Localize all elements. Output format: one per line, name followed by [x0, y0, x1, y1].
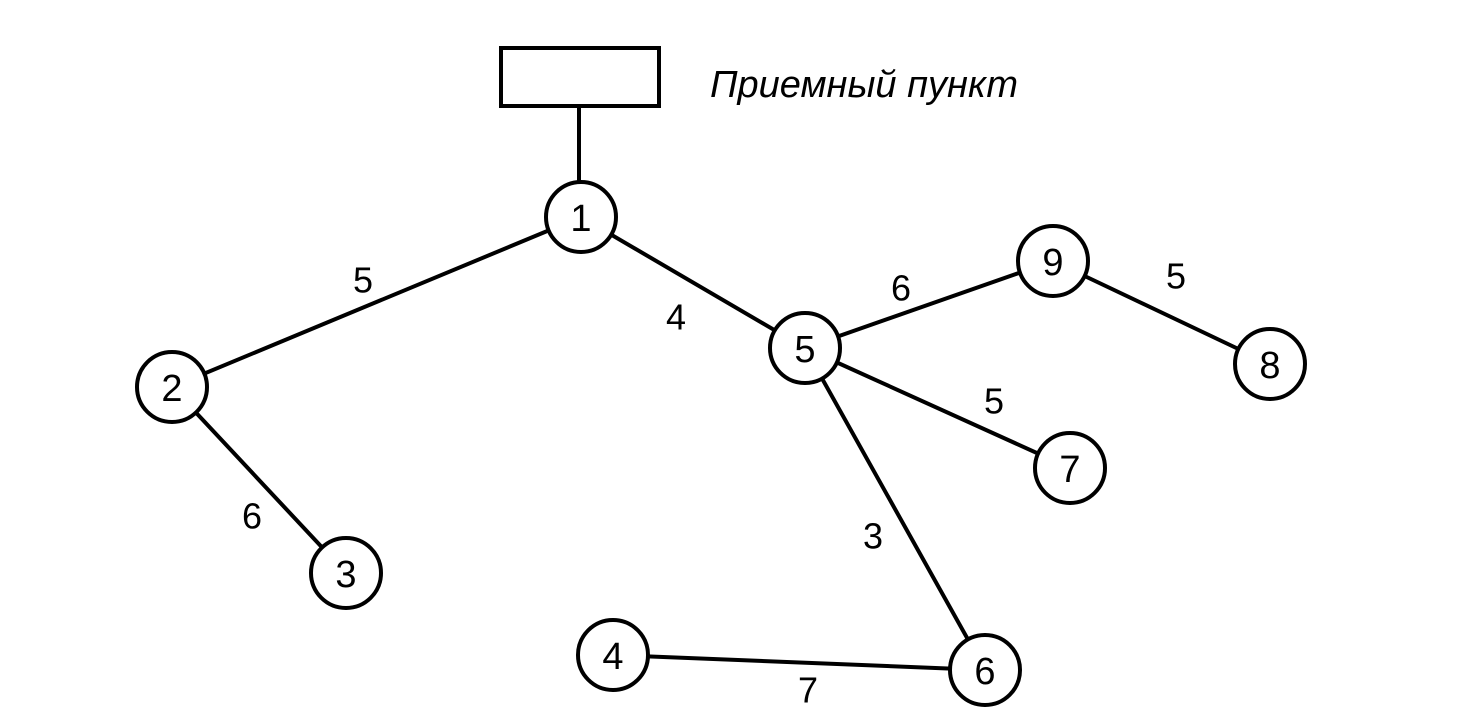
node-circle — [1233, 327, 1307, 401]
node-9: 9 — [1016, 224, 1090, 298]
node-3: 3 — [309, 536, 383, 610]
node-circle — [948, 633, 1022, 707]
node-label: 5 — [794, 329, 815, 371]
node-circle — [1016, 224, 1090, 298]
node-circle — [135, 350, 209, 424]
node-label: 2 — [161, 368, 182, 410]
node-5: 5 — [768, 311, 842, 385]
node-circle — [768, 311, 842, 385]
edge-5-7 — [803, 346, 1072, 470]
station-label: Приемный пункт — [710, 64, 1018, 106]
edge-weight-1-5: 4 — [666, 297, 686, 338]
node-7: 7 — [1033, 431, 1107, 505]
node-circle — [1033, 431, 1107, 505]
receiving-station: Приемный пункт — [499, 46, 1018, 186]
node-4: 4 — [576, 618, 650, 692]
node-2: 2 — [135, 350, 209, 424]
edges-layer — [170, 215, 1272, 672]
node-circle — [544, 180, 618, 254]
edge-weight-9-8: 5 — [1166, 256, 1186, 297]
edge-2-3 — [170, 385, 348, 575]
station-box — [499, 46, 661, 108]
node-label: 4 — [602, 636, 623, 678]
edge-weight-5-7: 5 — [984, 381, 1004, 422]
node-6: 6 — [948, 633, 1022, 707]
nodes-layer: 1 2 3 4 5 6 7 8 9 — [135, 180, 1307, 707]
node-8: 8 — [1233, 327, 1307, 401]
edge-5-9 — [803, 259, 1055, 350]
node-circle — [309, 536, 383, 610]
edge-weights-layer: 5 6 4 6 5 5 3 7 — [242, 256, 1186, 711]
node-1: 1 — [544, 180, 618, 254]
edge-1-5 — [579, 215, 807, 350]
node-circle — [576, 618, 650, 692]
node-label: 6 — [974, 651, 995, 693]
node-label: 3 — [335, 554, 356, 596]
edge-9-8 — [1051, 259, 1272, 366]
edge-weight-4-6: 7 — [798, 670, 818, 711]
node-label: 8 — [1259, 345, 1280, 387]
edge-weight-5-6: 3 — [863, 516, 883, 557]
edge-1-2 — [170, 215, 583, 389]
edge-weight-1-2: 5 — [353, 260, 373, 301]
edge-weight-2-3: 6 — [242, 496, 262, 537]
node-label: 1 — [570, 198, 591, 240]
edge-5-6 — [803, 346, 987, 672]
node-label: 9 — [1042, 242, 1063, 284]
edge-4-6 — [611, 653, 987, 672]
edge-weight-5-9: 6 — [891, 268, 911, 309]
node-label: 7 — [1059, 449, 1080, 491]
